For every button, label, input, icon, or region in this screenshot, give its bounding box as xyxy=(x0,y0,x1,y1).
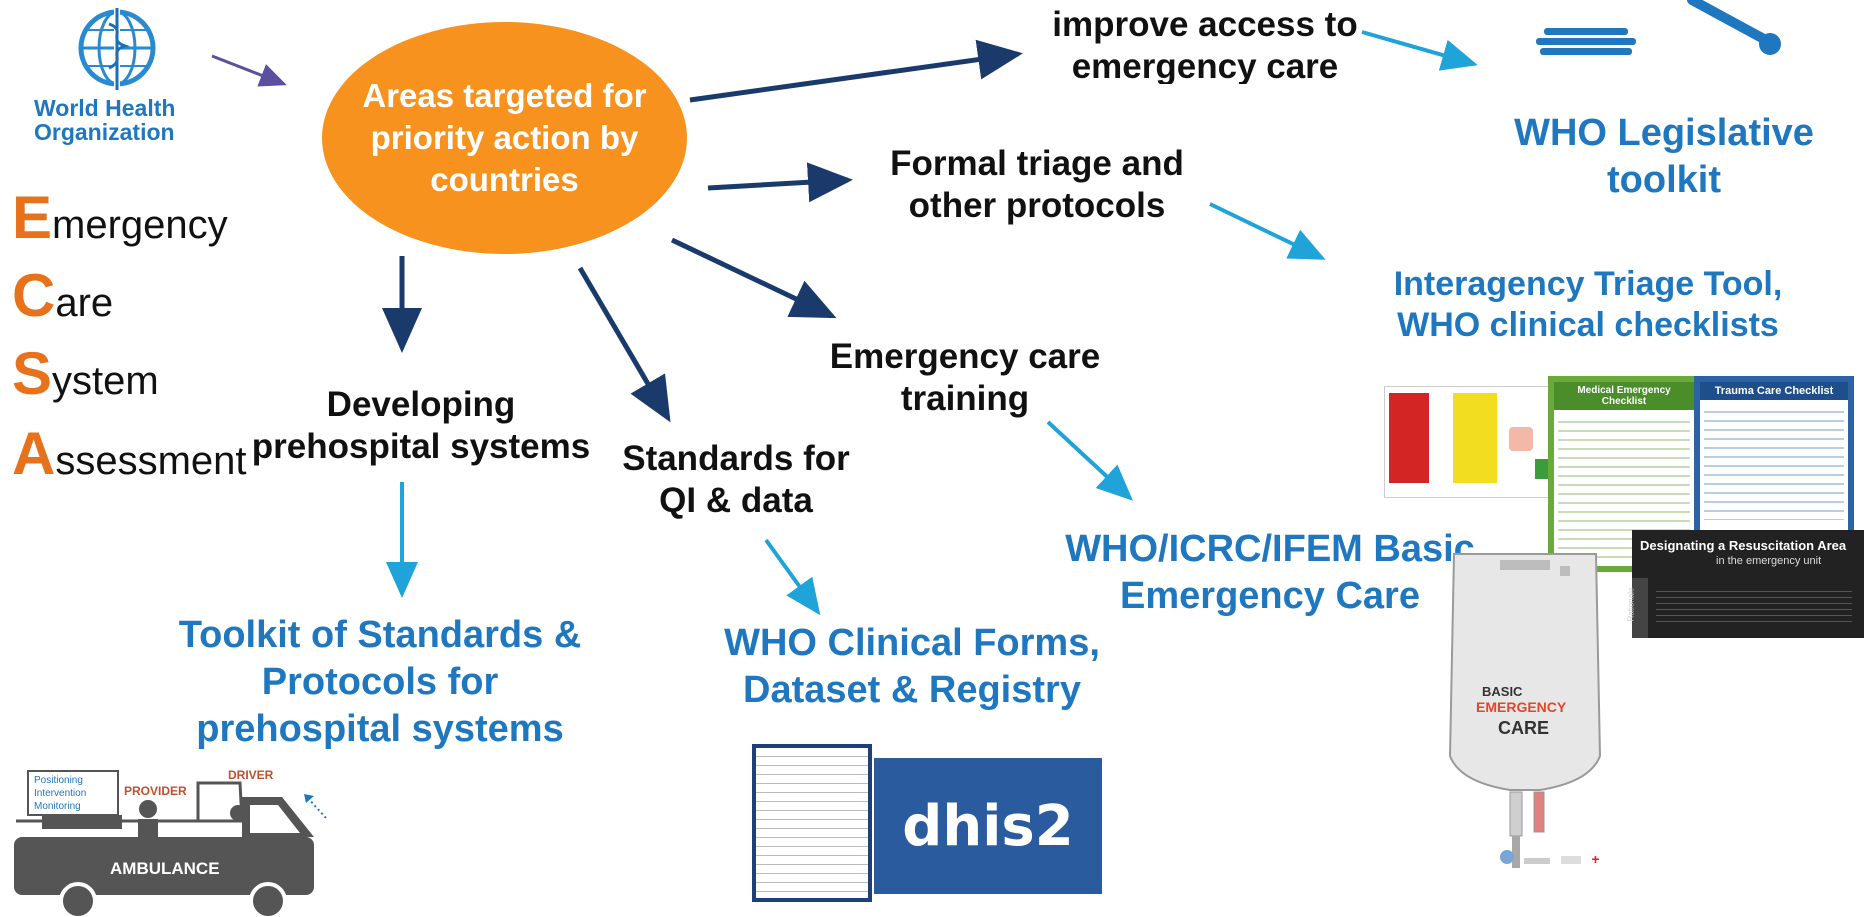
who-emblem-icon xyxy=(78,8,156,90)
resource-legislative: WHO Legislative toolkit xyxy=(1514,112,1814,201)
dotted-arrowhead xyxy=(304,794,314,803)
amb-list-0: Positioning xyxy=(34,775,83,786)
resource-triage-tool: Interagency Triage Tool, WHO clinical ch… xyxy=(1393,265,1783,344)
trauma-checklist-title: Trauma Care Checklist xyxy=(1700,382,1848,400)
dhis2-label: dhis2 xyxy=(902,793,1074,859)
area-triage: Formal triage and other protocols xyxy=(890,144,1184,225)
arrow-training-to-bec xyxy=(1046,420,1133,501)
area-training: Emergency care training xyxy=(829,337,1101,418)
resus-text-lines xyxy=(1656,586,1852,626)
ambulance-label: AMBULANCE xyxy=(110,859,220,878)
ecsa-e: Emergency xyxy=(12,188,228,255)
resus-title: Designating a Resuscitation Area xyxy=(1640,538,1847,553)
amb-list-2: Monitoring xyxy=(34,801,81,812)
triage-tool-image xyxy=(1384,386,1566,498)
logo-placeholder xyxy=(1524,858,1551,864)
arrow-triage-to-tool xyxy=(1209,202,1326,260)
amb-list-1: Intervention xyxy=(34,788,86,799)
bec-iv-bag-image: BASIC EMERGENCY CARE xyxy=(1448,553,1602,868)
area-standards: Standards for QI & data xyxy=(622,439,850,520)
trauma-checklist-image: Trauma Care Checklist xyxy=(1694,376,1854,536)
bag-line2: EMERGENCY xyxy=(1476,699,1567,715)
driver-label: DRIVER xyxy=(228,768,274,782)
ecsa-letter: A xyxy=(12,420,56,487)
arrow-hub-to-training xyxy=(670,237,837,319)
hub-priority-areas: Areas targeted for priority action by co… xyxy=(322,22,687,254)
ecsa-letter: S xyxy=(12,340,53,407)
resource-prehospital-toolkit: Toolkit of Standards & Protocols for pre… xyxy=(178,614,582,750)
arrow-access-to-legislative xyxy=(1361,30,1478,71)
triage-figure xyxy=(1509,427,1533,451)
resus-subtitle: in the emergency unit xyxy=(1716,555,1822,567)
arrow-hub-to-standards xyxy=(577,266,671,423)
arrow-logo-to-hub xyxy=(211,54,287,87)
hub-label: Areas targeted for priority action by co… xyxy=(362,77,647,198)
resource-forms: WHO Clinical Forms, Dataset & Registry xyxy=(724,622,1100,711)
trauma-checklist-rows xyxy=(1704,404,1844,520)
triage-red-block xyxy=(1389,393,1429,483)
clinical-form-image xyxy=(752,744,872,902)
bag-logos: + xyxy=(1500,850,1610,866)
ecsa-s: System xyxy=(12,344,159,411)
medical-checklist-title: Medical Emergency Checklist xyxy=(1554,382,1694,410)
dhis2-logo: dhis2 xyxy=(874,758,1102,894)
area-prehospital: Developing prehospital systems xyxy=(251,385,591,466)
ecsa-word: are xyxy=(55,281,114,325)
triage-yellow-block xyxy=(1453,393,1497,483)
ecsa-letter: C xyxy=(12,262,56,329)
ecsa-a: Assessment xyxy=(12,424,247,491)
ecsa-letter: E xyxy=(12,184,53,251)
area-access: improve access to emergency care xyxy=(1020,0,1390,84)
bag-line3: CARE xyxy=(1498,718,1549,738)
arrow-hub-to-access xyxy=(689,39,1023,103)
arrow-standards-to-forms xyxy=(764,538,821,616)
gavel-icon xyxy=(1536,0,1781,55)
resus-side-label: Rationale xyxy=(1626,587,1636,622)
resus-side-bar xyxy=(1632,578,1648,638)
ecsa-word: mergency xyxy=(52,203,228,247)
logo-placeholder xyxy=(1560,856,1581,864)
ambulance-icon: AMBULANCE PROVIDER DRIVER Positioning In… xyxy=(14,768,314,917)
ecsa-word: ssessment xyxy=(55,439,247,483)
provider-label: PROVIDER xyxy=(124,784,187,798)
who-small-icon xyxy=(1500,850,1514,864)
red-cross-icon: + xyxy=(1591,852,1604,866)
resuscitation-area-image: Designating a Resuscitation Area in the … xyxy=(1626,530,1864,638)
arrow-hub-to-triage xyxy=(707,162,853,203)
ecsa-c: Care xyxy=(12,266,113,333)
bag-line1: BASIC xyxy=(1482,684,1523,699)
form-grid xyxy=(756,748,868,898)
who-org-name: World Health Organization xyxy=(34,95,176,145)
area-access-label: improve access to emergency care xyxy=(1052,5,1358,84)
who-logo xyxy=(62,4,172,94)
resource-bec: WHO/ICRC/IFEM Basic Emergency Care xyxy=(1065,528,1475,617)
ecsa-word: ystem xyxy=(52,359,159,403)
